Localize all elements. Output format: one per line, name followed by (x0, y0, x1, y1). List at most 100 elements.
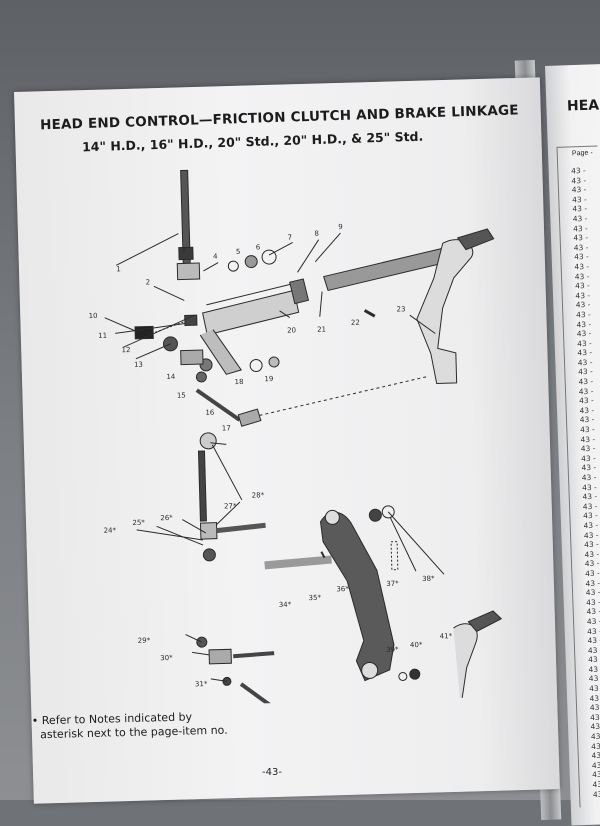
facing-page-entry: 43 - (585, 578, 600, 588)
facing-page-entry: 43 - (579, 405, 595, 416)
page-number: -43- (262, 767, 282, 778)
facing-page-entry: 43 - (575, 290, 591, 301)
facing-page-entry: 43 - (592, 779, 600, 790)
facing-page-entry: 43 - (572, 213, 588, 224)
facing-page-entry: 43 - (587, 626, 600, 636)
svg-text:25*: 25* (132, 519, 145, 527)
svg-text:30*: 30* (160, 654, 173, 662)
facing-page-entry: 43 - (577, 367, 593, 377)
svg-text:10: 10 (89, 312, 98, 320)
facing-page-entry: 43 - (574, 280, 590, 291)
svg-text:35*: 35* (309, 594, 322, 602)
facing-page-entry: 43 - (583, 520, 599, 531)
facing-page-entry: 43 - (590, 731, 600, 742)
facing-page-entry: 43 - (577, 348, 593, 358)
facing-page-entry: 43 - (572, 204, 588, 214)
facing-page-entry: 43 - (582, 482, 597, 492)
part-clevis (176, 262, 201, 281)
svg-text:20: 20 (287, 326, 296, 334)
facing-page-entry: 43 - (571, 185, 587, 195)
facing-page-entry: 43 - (589, 683, 600, 694)
svg-text:28*: 28* (252, 491, 265, 499)
facing-page-entry: 43 - (583, 530, 599, 540)
facing-page-entry: 43 - (570, 165, 586, 176)
svg-text:13: 13 (134, 361, 143, 369)
svg-text:14: 14 (166, 373, 176, 381)
svg-text:29*: 29* (138, 637, 151, 645)
facing-page-entry: 43 - (573, 242, 589, 253)
part-lever-top (416, 239, 474, 384)
svg-text:23: 23 (396, 305, 405, 313)
svg-text:37*: 37* (386, 580, 399, 588)
facing-page-entry: 43 - (573, 252, 589, 262)
facing-page-entry: 43 - (589, 703, 600, 713)
facing-page-entry: 43 - (588, 655, 600, 665)
facing-page-entry: 43 - (587, 645, 600, 655)
facing-page-entry: 43 - (584, 539, 599, 550)
part-shaft-housing (202, 289, 300, 336)
facing-page-entry: 43 - (588, 674, 600, 684)
facing-page-entry: 43 - (574, 261, 590, 272)
svg-text:22: 22 (351, 319, 360, 327)
svg-text:12: 12 (122, 346, 131, 354)
svg-text:15: 15 (177, 391, 186, 399)
svg-text:21: 21 (317, 326, 326, 334)
facing-page-entry: 43 - (585, 587, 600, 598)
facing-page-entry: 43 - (576, 328, 592, 339)
facing-page-entry: 43 - (584, 559, 600, 569)
facing-page-entry: 43 - (586, 606, 600, 617)
svg-text:8: 8 (314, 230, 319, 238)
facing-page-entry: 43 - (571, 175, 587, 186)
facing-page-entry: 43 - (592, 789, 600, 799)
facing-page-entry: 43 - (591, 760, 600, 770)
facing-page-entry: 43 - (580, 434, 596, 444)
svg-text:27*: 27* (224, 502, 237, 510)
facing-page-entry: 43 - (575, 300, 591, 310)
facing-page-entry: 43 - (582, 491, 598, 502)
facing-page-entry: 43 - (575, 309, 591, 320)
svg-text:40*: 40* (410, 641, 423, 649)
part-pin (264, 555, 332, 570)
facing-page-entry: 43 - (581, 472, 597, 483)
facing-page-entry: 43 - (585, 568, 600, 579)
facing-page-entry: 43 - (581, 453, 596, 464)
facing-page-entry: 43 - (578, 396, 594, 406)
part-yoke (319, 511, 395, 682)
facing-page-entry: 43 - (576, 319, 592, 329)
svg-text:17: 17 (222, 424, 231, 432)
facing-page-entry: 43 - (577, 357, 593, 368)
facing-page-entry: 43 - (586, 597, 600, 607)
svg-text:11: 11 (98, 332, 107, 340)
svg-text:6: 6 (256, 243, 261, 251)
facing-page-entry: 43 - (584, 549, 600, 559)
svg-text:1: 1 (116, 265, 121, 273)
svg-text:41*: 41* (440, 632, 453, 640)
facing-page-entry: 43 - (579, 415, 595, 425)
facing-page-entry: 43 - (571, 194, 587, 205)
svg-text:26*: 26* (160, 514, 173, 522)
part-shaft (323, 247, 448, 292)
asterisk-note: • Refer to Notes indicated by asterisk n… (32, 710, 228, 743)
facing-page-entry: 43 - (573, 233, 589, 243)
svg-text:9: 9 (338, 223, 343, 231)
facing-page-entry: 43 - (587, 635, 600, 646)
facing-page-column-header: Page - (571, 149, 593, 158)
svg-text:39*: 39* (386, 646, 399, 654)
facing-page-entry: 43 - (591, 750, 600, 761)
svg-text:5: 5 (236, 248, 241, 256)
facing-page-entry: 43 - (578, 376, 594, 387)
facing-page-header: HEA (566, 97, 600, 115)
part-nut (178, 246, 194, 261)
svg-text:34*: 34* (279, 601, 292, 609)
facing-page-entry: 43 - (590, 722, 600, 732)
facing-page-entry: 43 - (589, 693, 600, 703)
facing-page-entry: 43 - (586, 616, 600, 627)
svg-text:31*: 31* (195, 680, 208, 688)
facing-page-entry: 43 - (591, 741, 600, 751)
svg-text:24*: 24* (104, 526, 117, 534)
facing-page-entry: 43 - (578, 386, 594, 396)
facing-page-entry: 43 - (574, 271, 590, 281)
svg-text:18: 18 (234, 378, 243, 386)
